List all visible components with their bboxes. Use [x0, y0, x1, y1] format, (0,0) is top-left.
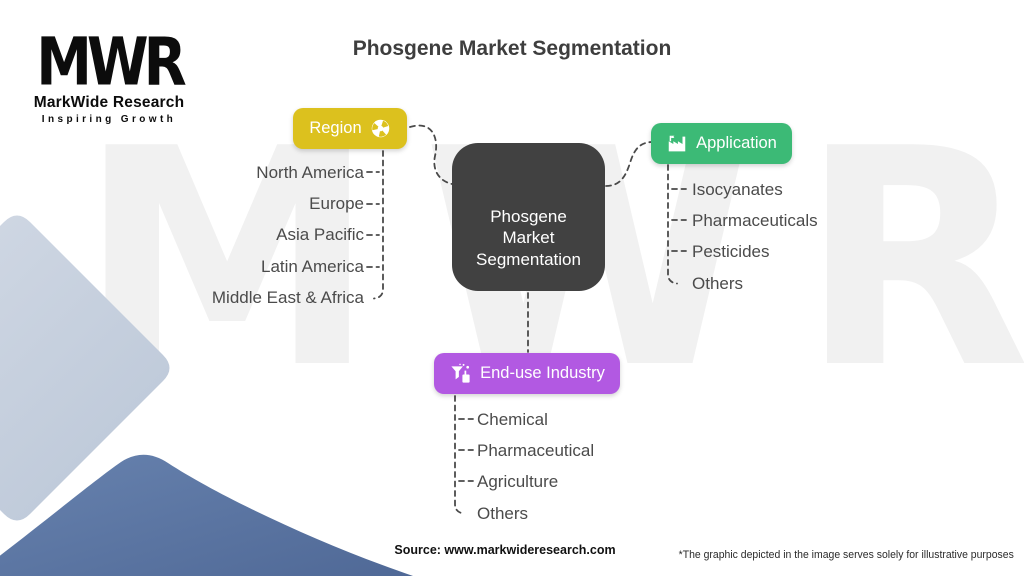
application-badge-label: Application [696, 134, 777, 152]
application-item: Pesticides [692, 242, 770, 262]
application-item: Pharmaceuticals [692, 210, 818, 230]
disclaimer-text: *The graphic depicted in the image serve… [678, 549, 1014, 561]
enduse-badge: End-use Industry [434, 353, 620, 394]
globe-icon [370, 118, 391, 139]
decor-diamond-dark [0, 454, 414, 576]
logo-mark: MWR [36, 24, 187, 101]
central-node-line: Phosgene [490, 206, 567, 226]
decor-diamond-light [0, 215, 170, 521]
central-node-line: Market [502, 228, 555, 248]
enduse-item-list: Chemical Pharmaceutical Agriculture Othe… [477, 404, 594, 529]
region-badge: Region [293, 108, 407, 149]
connector-region-to-node [409, 124, 453, 185]
region-item: Europe [309, 193, 364, 213]
markwide-logo: MWR MarkWide Research Inspiring Growth [26, 24, 192, 125]
central-node-line: Segmentation [476, 249, 581, 269]
enduse-badge-label: End-use Industry [480, 364, 605, 382]
region-item-list: North America Europe Asia Pacific Latin … [140, 157, 364, 313]
page-title: Phosgene Market Segmentation [352, 37, 672, 60]
enduse-branch-trunk [454, 395, 465, 515]
enduse-item: Chemical [477, 409, 548, 429]
region-item: Asia Pacific [276, 225, 364, 245]
funnel-icon [449, 362, 472, 385]
application-badge: Application [651, 123, 792, 164]
central-node: Phosgene Market Segmentation [452, 143, 605, 291]
enduse-item: Others [477, 503, 529, 523]
application-item-list: Isocyanates Pharmaceuticals Pesticides O… [692, 174, 818, 299]
region-badge-label: Region [309, 119, 362, 137]
connector-node-to-application [605, 141, 652, 187]
region-item: Latin America [261, 256, 364, 276]
region-item: North America [256, 162, 364, 182]
logo-name: MarkWide Research [33, 94, 185, 111]
region-item: Middle East & Africa [211, 287, 364, 307]
enduse-item: Pharmaceutical [477, 440, 595, 460]
enduse-item: Agriculture [477, 472, 559, 492]
application-item: Others [692, 273, 744, 293]
factory-icon [666, 133, 688, 155]
region-branch-trunk [373, 150, 384, 300]
application-item: Isocyanates [692, 179, 783, 199]
application-branch-trunk [667, 164, 678, 285]
source-text: Source: www.markwideresearch.com [394, 543, 616, 557]
logo-tagline: Inspiring Growth [41, 114, 177, 125]
